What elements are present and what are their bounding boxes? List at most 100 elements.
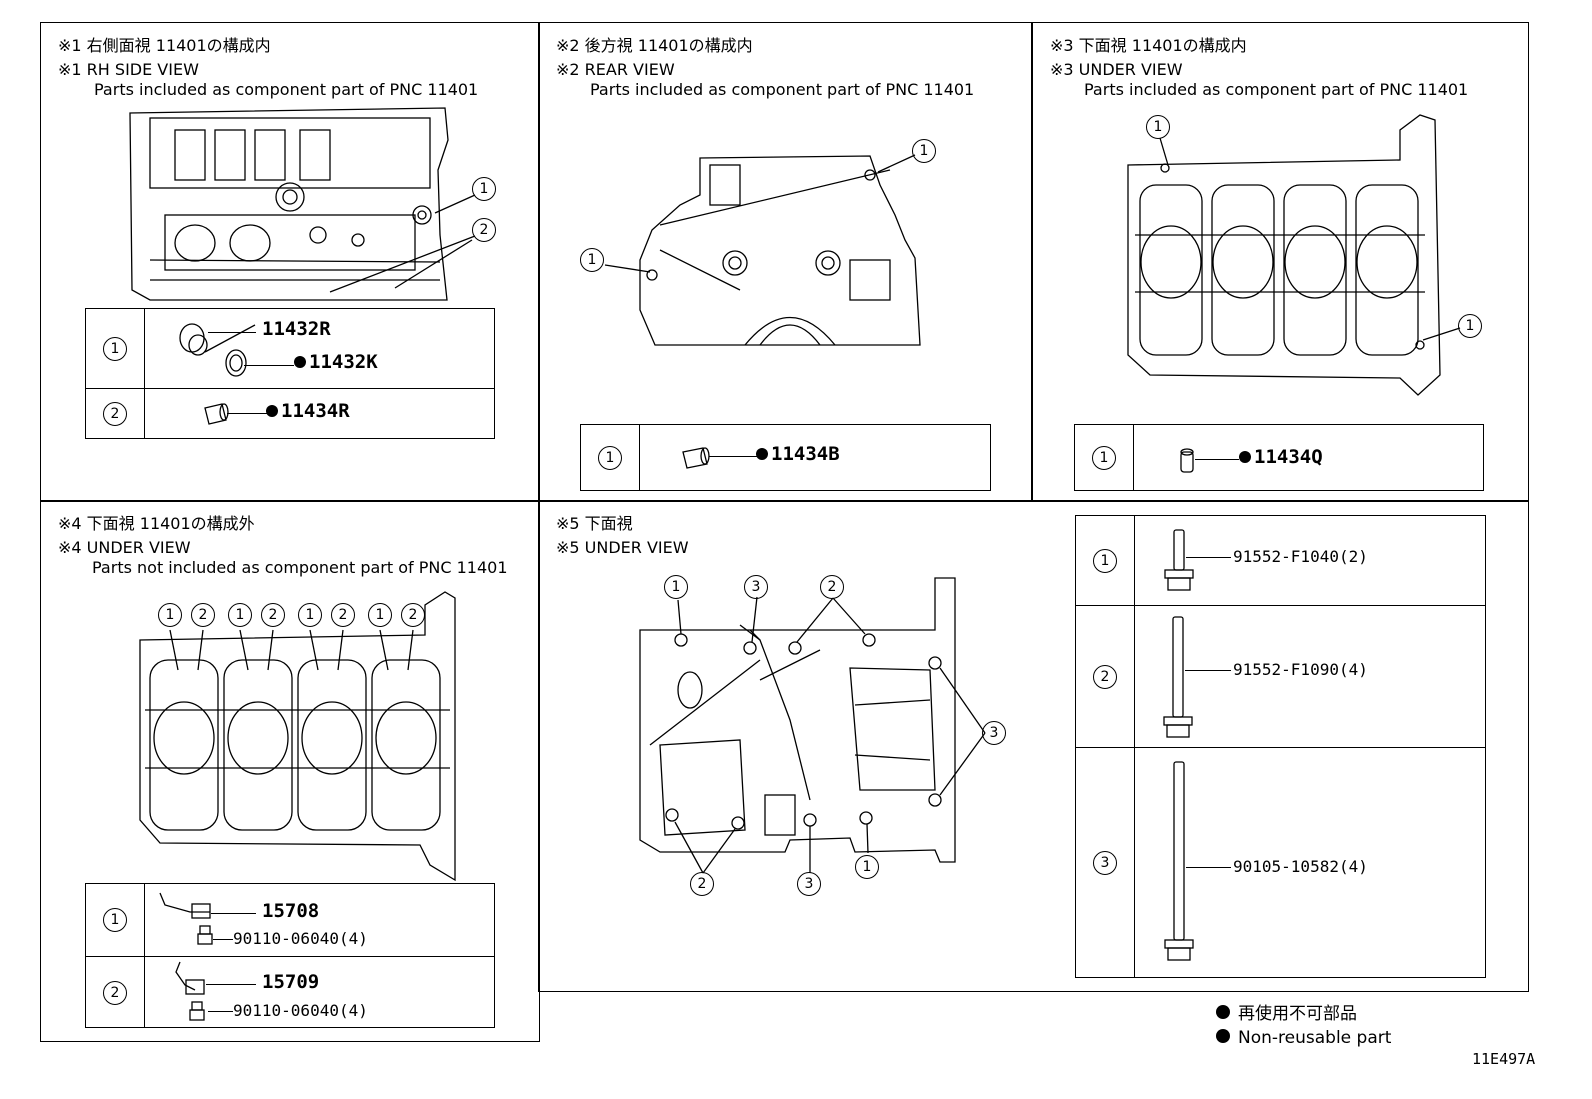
callout-1: 1	[298, 603, 322, 627]
callout-2: 2	[401, 603, 425, 627]
oil-jet-15709-drawing	[175, 961, 205, 1021]
part-number[interactable]: 11432R	[262, 318, 331, 340]
callout-3: 3	[797, 872, 821, 896]
panel-under-view-4	[40, 500, 540, 1042]
under-view-block-4	[139, 591, 456, 882]
non-reusable-dot-icon	[294, 356, 306, 368]
panel1-title-jp: ※1 右側面視 11401の構成内	[58, 36, 271, 55]
table-row: 1 11434B	[581, 425, 990, 490]
callout-3: 3	[982, 721, 1006, 745]
callout-2: 2	[331, 603, 355, 627]
part-number[interactable]: 90105-10582(4)	[1233, 857, 1368, 876]
part-number[interactable]: 11434B	[756, 443, 840, 465]
under-view-block-5	[639, 577, 986, 874]
legend-jp-row: 再使用不可部品	[1216, 1002, 1391, 1026]
table-row: 1 91552-F1040(2)	[1076, 516, 1485, 605]
rh-side-view-block	[129, 107, 476, 301]
part-number[interactable]: 91552-F1040(2)	[1233, 547, 1368, 566]
callout-1: 1	[1146, 115, 1170, 139]
panel-under-view-3	[1031, 22, 1529, 502]
panel5-title-en: ※5 UNDER VIEW	[556, 538, 689, 557]
row-number: 1	[103, 336, 127, 361]
panel1-note: Parts included as component part of PNC …	[94, 80, 479, 99]
plug-11432R-drawing	[179, 323, 256, 377]
panel2-header: ※2 後方視 11401の構成内 ※2 REAR VIEW Parts incl…	[556, 34, 974, 102]
non-reusable-dot-icon	[266, 405, 278, 417]
callout-2: 2	[820, 575, 844, 599]
panel-rh-side-view	[40, 22, 540, 502]
table-row: 2 91552-F1090(4)	[1076, 605, 1485, 748]
panel2-note: Parts included as component part of PNC …	[590, 80, 975, 99]
table-row: 1 15708 90110-06040(4)	[86, 884, 494, 956]
legend-en: Non-reusable part	[1238, 1028, 1392, 1048]
callout-2: 2	[690, 872, 714, 896]
row-number: 2	[1093, 665, 1117, 689]
part-number[interactable]: 11432K	[294, 351, 378, 373]
row-number: 1	[1093, 548, 1117, 573]
row-number: 1	[1092, 445, 1116, 470]
legend-en-row: Non-reusable part	[1216, 1026, 1391, 1050]
row-number: 1	[598, 445, 622, 470]
part-number[interactable]: 15708	[262, 900, 320, 922]
part-number[interactable]: 91552-F1090(4)	[1233, 660, 1368, 679]
panel-rear-view	[538, 22, 1033, 502]
bolt-90105-10582-drawing	[1164, 761, 1194, 961]
table-row: 1 11432R 11432K	[86, 309, 494, 388]
panel5-parts-table: 1 91552-F1040(2) 2 91552-F1090(4) 3 9010…	[1075, 515, 1486, 978]
bolt-91552-F1040-drawing	[1164, 529, 1194, 591]
panel-under-view-5	[538, 500, 1529, 992]
panel4-parts-table: 1 15708 90110-06040(4) 2 15709 90110-060…	[85, 883, 495, 1028]
figure-id: 11E497A	[1472, 1050, 1536, 1068]
legend: 再使用不可部品 Non-reusable part	[1216, 1002, 1391, 1050]
panel2-title-jp: ※2 後方視 11401の構成内	[556, 36, 753, 55]
panel2-parts-table: 1 11434B	[580, 424, 991, 491]
table-row: 2 15709 90110-06040(4)	[86, 956, 494, 1028]
row-number: 3	[1093, 851, 1117, 875]
bolt-91552-F1090-drawing	[1163, 616, 1193, 738]
callout-1: 1	[368, 603, 392, 627]
pin-11434R-drawing	[204, 403, 229, 425]
panel4-title-jp: ※4 下面視 11401の構成外	[58, 514, 255, 533]
callout-1: 1	[228, 603, 252, 627]
panel1-header: ※1 右側面視 11401の構成内 ※1 RH SIDE VIEW Parts …	[58, 34, 478, 102]
row-number: 1	[103, 908, 127, 932]
panel5-title-jp: ※5 下面視	[556, 514, 633, 533]
callout-1: 1	[664, 575, 688, 599]
part-number[interactable]: 11434R	[266, 400, 350, 422]
callout-1: 1	[855, 855, 879, 879]
table-row: 2 11434R	[86, 388, 494, 439]
legend-jp: 再使用不可部品	[1238, 1004, 1357, 1024]
callout-1: 1	[158, 603, 182, 627]
table-row: 1 11434Q	[1075, 425, 1483, 490]
non-reusable-dot-icon	[756, 448, 768, 460]
non-reusable-dot-icon	[1239, 451, 1251, 463]
oil-jet-15708-drawing	[159, 892, 213, 945]
pin-11434Q-drawing	[1180, 448, 1194, 473]
row-number: 2	[103, 402, 127, 426]
part-number[interactable]: 90110-06040(4)	[233, 929, 368, 948]
non-reusable-dot-icon	[1216, 1029, 1230, 1043]
callout-2: 2	[191, 603, 215, 627]
under-view-block-3	[1127, 114, 1461, 396]
rear-view-block	[604, 154, 921, 346]
panel4-title-en: ※4 UNDER VIEW	[58, 538, 191, 557]
part-number[interactable]: 90110-06040(4)	[233, 1001, 368, 1020]
panel1-parts-table: 1 11432R 11432K 2 11434R	[85, 308, 495, 439]
callout-2: 2	[472, 218, 496, 242]
part-number[interactable]: 11434Q	[1239, 446, 1323, 468]
panel3-parts-table: 1 11434Q	[1074, 424, 1484, 491]
part-number[interactable]: 15709	[262, 971, 320, 993]
callout-2: 2	[261, 603, 285, 627]
panel4-note: Parts not included as component part of …	[92, 558, 508, 577]
panel3-note: Parts included as component part of PNC …	[1084, 80, 1469, 99]
panel1-title-en: ※1 RH SIDE VIEW	[58, 60, 199, 79]
panel5-header: ※5 下面視 ※5 UNDER VIEW	[556, 512, 689, 560]
callout-1: 1	[472, 177, 496, 201]
table-row: 3 90105-10582(4)	[1076, 747, 1485, 978]
panel2-title-en: ※2 REAR VIEW	[556, 60, 675, 79]
callout-1: 1	[912, 139, 936, 163]
panel3-title-jp: ※3 下面視 11401の構成内	[1050, 36, 1247, 55]
callout-1: 1	[1458, 314, 1482, 338]
panel3-header: ※3 下面視 11401の構成内 ※3 UNDER VIEW Parts inc…	[1050, 34, 1468, 102]
